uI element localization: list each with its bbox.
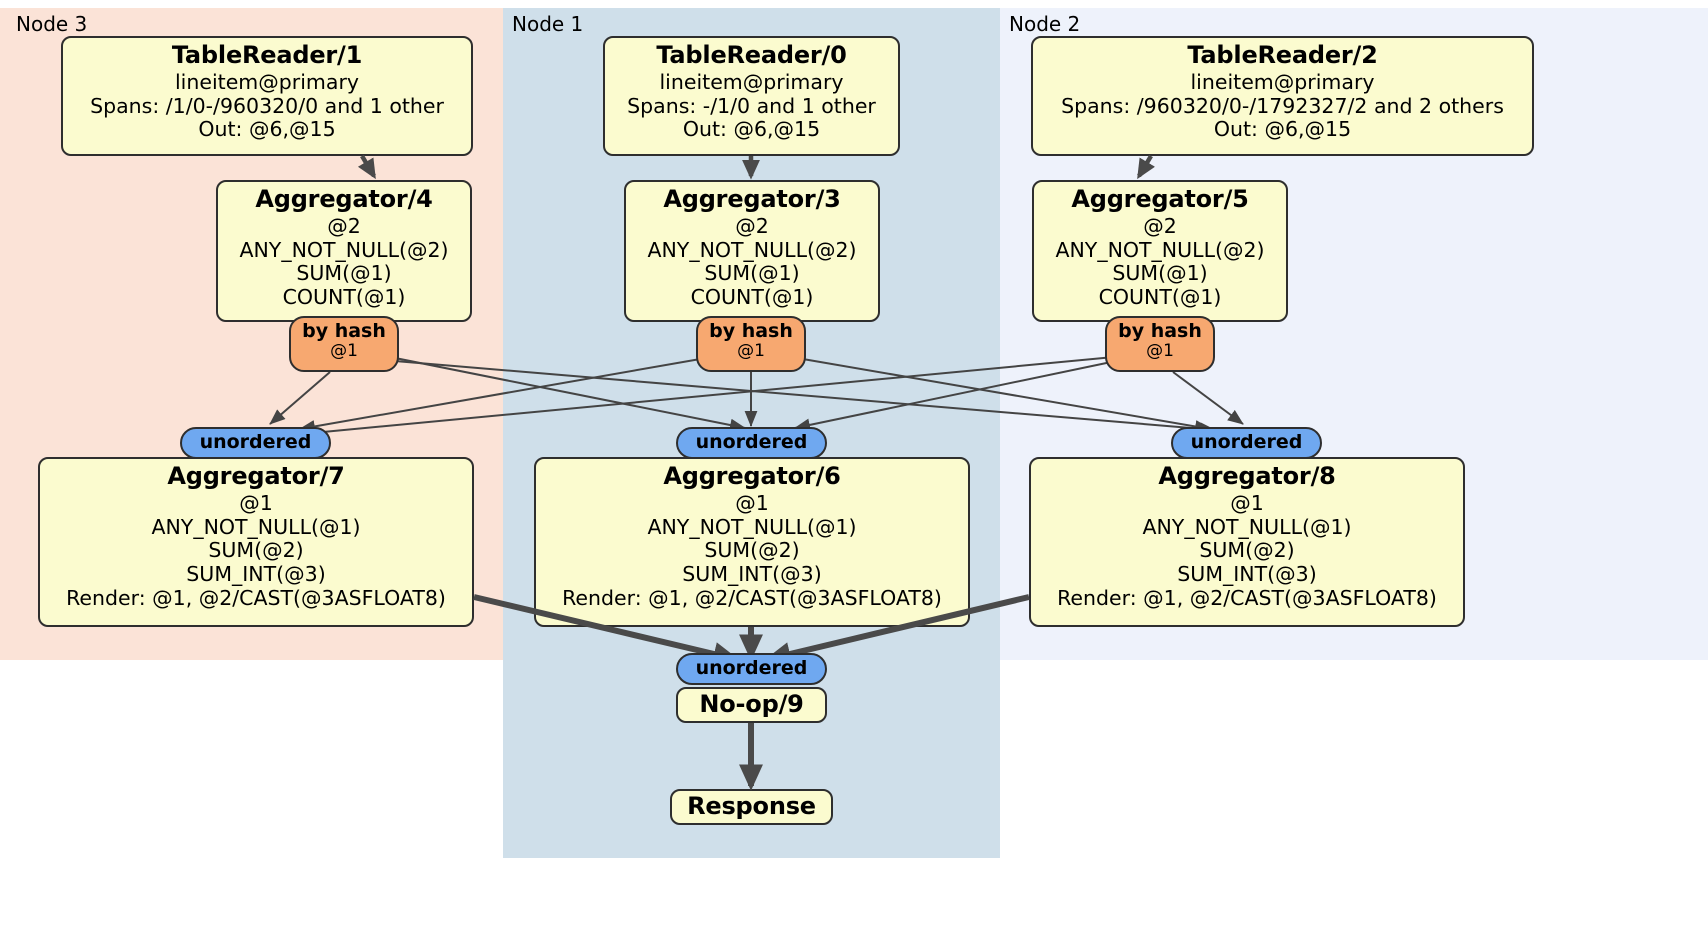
processor-title: TableReader/2 — [1187, 41, 1378, 69]
router-title: by hash — [1118, 320, 1202, 342]
processor-title: TableReader/1 — [171, 41, 363, 69]
router-detail: @1 — [737, 340, 765, 361]
processor-line: SUM(@2) — [1199, 538, 1295, 563]
router-detail: @1 — [1146, 340, 1174, 361]
processor-line: ANY_NOT_NULL(@2) — [239, 237, 449, 262]
processor-line: ANY_NOT_NULL(@1) — [1142, 514, 1352, 539]
processor-line: SUM(@1) — [704, 261, 800, 286]
processor-line: SUM(@1) — [1112, 261, 1208, 286]
processor-title: Aggregator/5 — [1071, 185, 1249, 213]
processor-aggregator-4[interactable]: Aggregator/4 @2 ANY_NOT_NULL(@2) SUM(@1)… — [216, 180, 472, 322]
processor-line: @1 — [735, 490, 769, 515]
processor-aggregator-3[interactable]: Aggregator/3 @2 ANY_NOT_NULL(@2) SUM(@1)… — [624, 180, 880, 322]
processor-table-reader-1[interactable]: TableReader/1 lineitem@primary Spans: /1… — [61, 36, 473, 156]
processor-title: TableReader/0 — [656, 41, 847, 69]
processor-line: @1 — [1230, 490, 1264, 515]
processor-line: Out: @6,@15 — [198, 117, 336, 142]
processor-line: lineitem@primary — [659, 69, 844, 94]
router-unordered-center[interactable]: unordered — [676, 427, 827, 459]
processor-aggregator-6[interactable]: Aggregator/6 @1 ANY_NOT_NULL(@1) SUM(@2)… — [534, 457, 970, 627]
processor-line: Spans: /1/0-/960320/0 and 1 other — [90, 93, 444, 118]
processor-line: SUM(@2) — [704, 538, 800, 563]
processor-line: SUM(@1) — [296, 261, 392, 286]
processor-title: Aggregator/6 — [663, 462, 841, 490]
processor-line: COUNT(@1) — [282, 285, 406, 310]
region-label-node-1: Node 1 — [512, 12, 584, 36]
router-by-hash-center[interactable]: by hash @1 — [696, 316, 806, 372]
processor-line: Out: @6,@15 — [1213, 117, 1352, 142]
processor-table-reader-0[interactable]: TableReader/0 lineitem@primary Spans: -/… — [603, 36, 900, 156]
processor-line: COUNT(@1) — [1098, 285, 1222, 310]
processor-title: No-op/9 — [699, 690, 804, 718]
router-title: by hash — [302, 320, 386, 342]
router-title: unordered — [695, 431, 808, 453]
router-detail: @1 — [330, 340, 358, 361]
router-unordered-right[interactable]: unordered — [1171, 427, 1322, 459]
processor-aggregator-8[interactable]: Aggregator/8 @1 ANY_NOT_NULL(@1) SUM(@2)… — [1029, 457, 1465, 627]
region-label-node-3: Node 3 — [16, 12, 88, 36]
router-unordered-left[interactable]: unordered — [180, 427, 331, 459]
processor-line: ANY_NOT_NULL(@2) — [647, 237, 857, 262]
processor-line: Render: @1, @2/CAST(@3ASFLOAT8) — [66, 585, 446, 610]
processor-line: @2 — [1143, 213, 1177, 238]
processor-line: Spans: /960320/0-/1792327/2 and 2 others — [1061, 93, 1504, 118]
processor-line: lineitem@primary — [1190, 69, 1375, 94]
processor-line: Out: @6,@15 — [682, 117, 821, 142]
router-by-hash-right[interactable]: by hash @1 — [1105, 316, 1215, 372]
processor-line: Spans: -/1/0 and 1 other — [627, 93, 876, 118]
processor-line: SUM_INT(@3) — [186, 562, 326, 587]
router-title: unordered — [1190, 431, 1303, 453]
processor-title: Aggregator/3 — [663, 185, 841, 213]
router-unordered-final[interactable]: unordered — [676, 653, 827, 685]
processor-line: Render: @1, @2/CAST(@3ASFLOAT8) — [1057, 585, 1437, 610]
processor-title: Aggregator/7 — [167, 462, 345, 490]
processor-aggregator-5[interactable]: Aggregator/5 @2 ANY_NOT_NULL(@2) SUM(@1)… — [1032, 180, 1288, 322]
processor-no-op-9[interactable]: No-op/9 — [676, 687, 827, 723]
router-title: unordered — [695, 657, 808, 679]
processor-line: SUM_INT(@3) — [1177, 562, 1317, 587]
router-title: by hash — [709, 320, 793, 342]
processor-title: Response — [687, 792, 816, 820]
processor-line: Render: @1, @2/CAST(@3ASFLOAT8) — [562, 585, 942, 610]
processor-line: @1 — [239, 490, 273, 515]
processor-response[interactable]: Response — [670, 789, 833, 825]
region-label-node-2: Node 2 — [1009, 12, 1081, 36]
processor-title: Aggregator/8 — [1158, 462, 1336, 490]
router-title: unordered — [199, 431, 312, 453]
processor-title: Aggregator/4 — [255, 185, 433, 213]
processor-line: ANY_NOT_NULL(@2) — [1055, 237, 1265, 262]
processor-line: @2 — [327, 213, 361, 238]
processor-line: ANY_NOT_NULL(@1) — [647, 514, 857, 539]
processor-table-reader-2[interactable]: TableReader/2 lineitem@primary Spans: /9… — [1031, 36, 1534, 156]
processor-line: lineitem@primary — [174, 69, 360, 94]
processor-line: ANY_NOT_NULL(@1) — [151, 514, 361, 539]
router-by-hash-left[interactable]: by hash @1 — [289, 316, 399, 372]
processor-aggregator-7[interactable]: Aggregator/7 @1 ANY_NOT_NULL(@1) SUM(@2)… — [38, 457, 474, 627]
processor-line: SUM(@2) — [208, 538, 304, 563]
processor-line: @2 — [735, 213, 769, 238]
processor-line: COUNT(@1) — [690, 285, 814, 310]
processor-line: SUM_INT(@3) — [682, 562, 822, 587]
